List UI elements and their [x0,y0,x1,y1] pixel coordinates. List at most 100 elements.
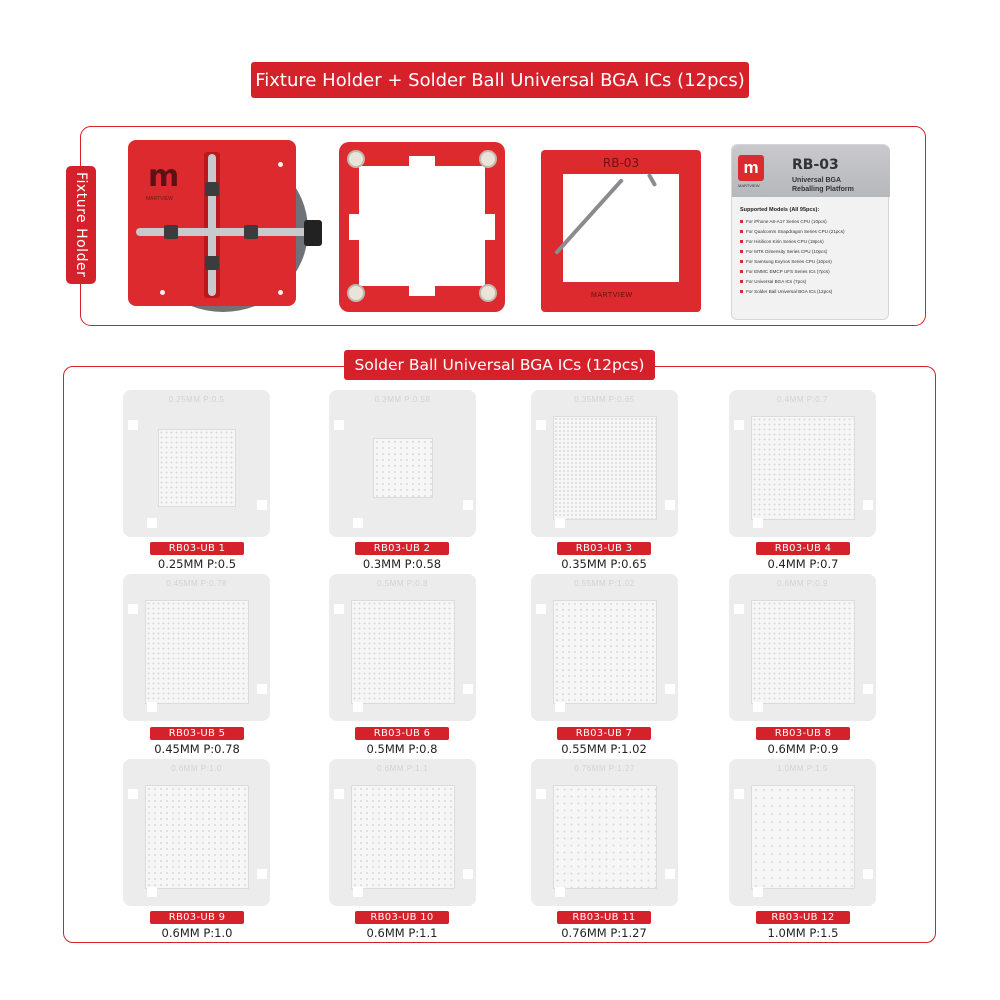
stencil-corner-hole [734,789,744,799]
bga-stencil: 0.5MM P:0.8 [329,574,476,721]
stencil-spec: 0.35MM P:0.65 [561,557,647,571]
bga-stencil: 0.6MM P:1.1 [329,759,476,906]
list-item: For Qualcomm Snapdragon Series CPU (21pc… [740,227,845,237]
stencil-spec: 0.6MM P:1.0 [161,926,233,940]
stencil-ball-array [750,599,855,704]
stencil-corner-hole [665,500,675,510]
list-item: For EMMC EMCP UFS Series ICs (7pcs) [740,267,845,277]
bga-stencil: 0.35MM P:0.65 [531,390,678,537]
package-logo-sub: MARTVIEW [738,183,760,188]
supported-models-title: Supported Models (All 95pcs): [740,207,820,213]
stencil-code-tag: RB03-UB 8 [756,727,850,740]
stencil-ball-array [750,784,855,889]
stencil-plate-label: 0.76MM P:1.27 [574,764,635,773]
stencil-code-tag: RB03-UB 5 [150,727,244,740]
frame-notch [409,284,435,296]
stencil-code-tag: RB03-UB 12 [756,911,850,924]
stencil-corner-hole [734,420,744,430]
list-item: For Hisilicon Kirin Series CPU (18pcs) [740,237,845,247]
stencil-corner-hole [128,789,138,799]
stencil-corner-hole [147,702,157,712]
stencil-corner-hole [536,789,546,799]
list-item: For MTK Dimensity Series CPU (10pcs) [740,247,845,257]
stencil-plate-label: 1.0MM P:1.5 [777,764,828,773]
stencil-ball-array [350,784,455,889]
stencil-code-tag: RB03-UB 2 [355,542,449,555]
list-item: For Samsung Exynos Series CPU (10pcs) [740,257,845,267]
bga-stencil: 0.76MM P:1.27 [531,759,678,906]
clamp-icon [205,182,219,196]
stencil-corner-hole [555,702,565,712]
stencil-code-tag: RB03-UB 7 [557,727,651,740]
stencil-corner-hole [753,518,763,528]
martview-logo-icon: m [738,155,764,181]
stencil-corner-hole [734,604,744,614]
stencil-spec: 0.4MM P:0.7 [767,557,839,571]
stencil-spec: 0.45MM P:0.78 [154,742,240,756]
bga-stencil: 0.3MM P:0.58 [329,390,476,537]
stencil-ball-array [350,599,455,704]
header-banner: Fixture Holder + Solder Ball Universal B… [251,62,749,98]
stencil-corner-hole [863,869,873,879]
list-item: For Universal BGA ICs (7pcs) [740,277,845,287]
magnet-icon [479,284,497,302]
stencil-corner-hole [147,887,157,897]
ics-title: Solder Ball Universal BGA ICs (12pcs) [354,356,645,374]
stencil-spec: 0.6MM P:0.9 [767,742,839,756]
screw-icon [278,290,283,295]
rb03-window [563,174,679,282]
bga-stencil: 1.0MM P:1.5 [729,759,876,906]
stencil-corner-hole [147,518,157,528]
stencil-code-tag: RB03-UB 11 [557,911,651,924]
clamp-icon [164,225,178,239]
magnet-icon [347,284,365,302]
holder-plate: m MARTVIEW [128,140,296,306]
martview-logo-icon: m [148,159,180,194]
stencil-plate-label: 0.6MM P:0.9 [777,579,828,588]
stencil-spec: 0.55MM P:1.02 [561,742,647,756]
stencil-plate-label: 0.6MM P:1.0 [171,764,222,773]
stencil-spec: 0.3MM P:0.58 [362,557,442,571]
frame-notch [483,214,495,240]
stencil-corner-hole [753,702,763,712]
clamp-icon [205,256,219,270]
stencil-plate-label: 0.45MM P:0.78 [166,579,227,588]
frame-notch [349,214,361,240]
stencil-spec: 0.6MM P:1.1 [366,926,438,940]
fixture-side-tab: Fixture Holder [66,166,96,284]
stencil-corner-hole [353,518,363,528]
stencil-corner-hole [555,887,565,897]
bga-stencil: 0.6MM P:1.0 [123,759,270,906]
stencil-spec: 0.5MM P:0.8 [366,742,438,756]
magnet-icon [479,150,497,168]
stencil-plate-label: 0.35MM P:0.65 [574,395,635,404]
stencil-spec: 0.25MM P:0.5 [157,557,237,571]
stencil-corner-hole [334,789,344,799]
stencil-corner-hole [334,420,344,430]
holder-horizontal-rod [136,228,322,236]
stencil-code-tag: RB03-UB 9 [150,911,244,924]
stencil-plate-label: 0.4MM P:0.7 [777,395,828,404]
package-subtitle-2: Reballing Platform [792,186,854,193]
stencil-corner-hole [536,604,546,614]
rb03-plate-image: RB-03 MARTVIEW [541,150,701,312]
stencil-ball-array [144,599,249,704]
stencil-code-tag: RB03-UB 10 [355,911,449,924]
stencil-code-tag: RB03-UB 4 [756,542,850,555]
stencil-corner-hole [536,420,546,430]
stencil-code-tag: RB03-UB 6 [355,727,449,740]
bga-stencil: 0.25MM P:0.5 [123,390,270,537]
stencil-corner-hole [863,684,873,694]
bga-stencil: 0.55MM P:1.02 [531,574,678,721]
stencil-corner-hole [257,684,267,694]
stencil-ball-array [157,428,236,507]
stencil-corner-hole [665,684,675,694]
stencil-plate-label: 0.55MM P:1.02 [574,579,635,588]
fixture-side-label: Fixture Holder [73,172,89,278]
stencil-corner-hole [353,702,363,712]
stencil-ball-array [552,599,657,704]
ics-banner: Solder Ball Universal BGA ICs (12pcs) [344,350,655,380]
holder-vertical-rod [208,154,216,296]
magnet-icon [347,150,365,168]
stencil-ball-array [372,437,433,498]
